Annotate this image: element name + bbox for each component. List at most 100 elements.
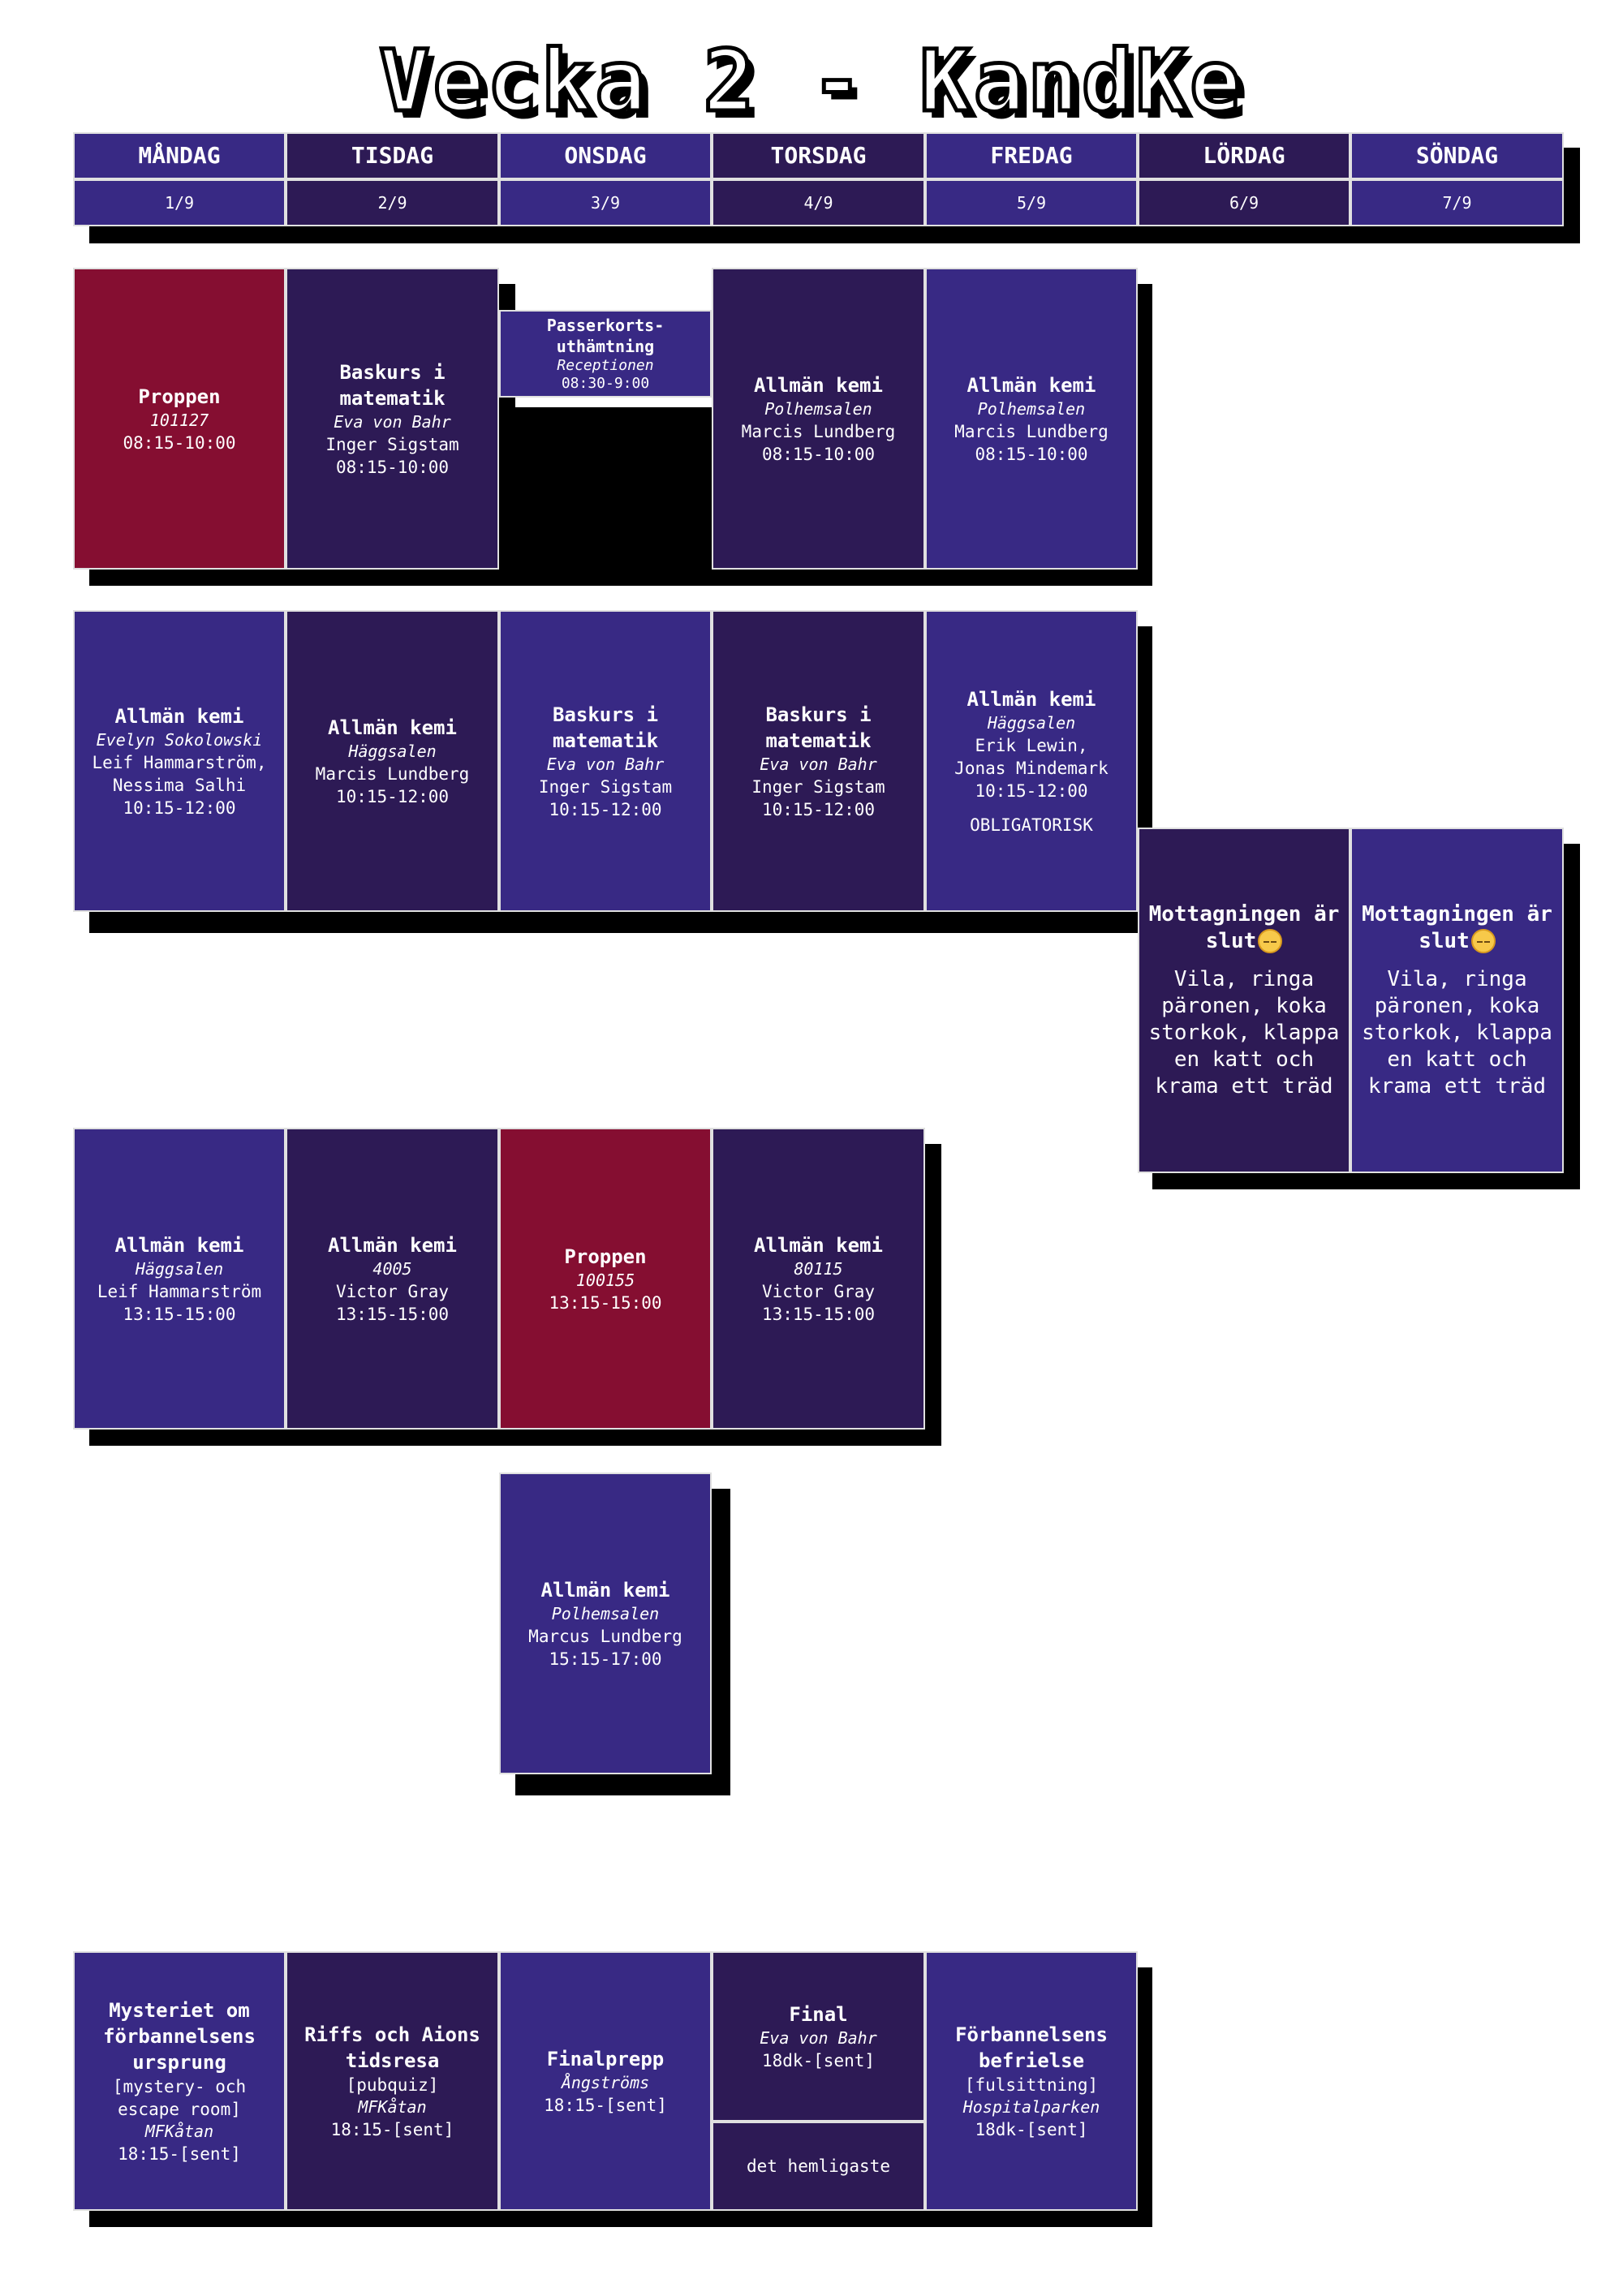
event-teacher: Inger Sigstam	[325, 434, 459, 454]
event-time: 13:15-15:00	[335, 1304, 450, 1324]
event-time: 10:15-12:00	[123, 798, 236, 818]
event-title-text: Mottagningen är slut	[1148, 901, 1340, 953]
event-room: Polhemsalen	[977, 398, 1086, 419]
event-title: Passerkorts-uthämtning	[546, 316, 665, 356]
date-label: 1/9	[164, 193, 195, 213]
date-wednesday: 3/9	[499, 179, 712, 226]
event-room: 101127	[149, 410, 209, 430]
event-teacher: Inger Sigstam	[751, 776, 885, 797]
event-tag: [mystery- och escape room]	[112, 2076, 247, 2119]
day-header-friday: FREDAG	[925, 132, 1138, 179]
event-room: 80115	[794, 1258, 843, 1279]
event-time: 13:15-15:00	[761, 1304, 876, 1324]
event-final-thu-evening: Final Eva von Bahr 18dk-[sent]	[712, 1951, 925, 2122]
event-body-line: en katt och	[1173, 1047, 1315, 1072]
event-time: 10:15-12:00	[975, 780, 1088, 801]
event-teacher: Leif Hammarström	[97, 1281, 262, 1301]
date-thursday: 4/9	[712, 179, 925, 226]
event-title: Allmän kemi	[328, 716, 457, 739]
event-time: 10:15-12:00	[335, 786, 450, 806]
event-time: 10:15-12:00	[549, 799, 662, 819]
event-title: Finalprepp	[546, 2047, 665, 2070]
page-title: Vecka 2 - KandKe	[377, 32, 1244, 131]
event-proppen-mon-morning: Proppen 101127 08:15-10:00	[73, 268, 286, 570]
day-header-tuesday: TISDAG	[286, 132, 499, 179]
event-teacher: Erik Lewin,	[975, 735, 1088, 755]
event-body-line: Vila, ringa	[1387, 966, 1527, 991]
date-tuesday: 2/9	[286, 179, 499, 226]
event-room: MFKåtan	[144, 2121, 214, 2141]
date-sunday: 7/9	[1350, 179, 1564, 226]
event-body-line: storkok, klappa	[1362, 1020, 1552, 1045]
event-room: Eva von Bahr	[546, 754, 665, 774]
day-name: TORSDAG	[770, 142, 867, 169]
date-label: 5/9	[1016, 193, 1047, 213]
event-teacher: Marcis Lundberg	[954, 421, 1109, 441]
event-time: 08:15-10:00	[761, 444, 876, 464]
event-passerkort-wed-morning: Passerkorts-uthämtning Receptionen 08:30…	[499, 310, 712, 398]
event-teacher: Victor Gray	[335, 1281, 450, 1301]
event-time: 08:15-10:00	[123, 432, 236, 453]
event-kemi-fri-morning: Allmän kemi Polhemsalen Marcis Lundberg …	[925, 268, 1138, 570]
event-fulsittning-fri-evening: Förbannelsens befrielse [fulsittning] Ho…	[925, 1951, 1138, 2211]
event-kemi-thu-morning: Allmän kemi Polhemsalen Marcis Lundberg …	[712, 268, 925, 570]
event-title: Mysteriet om förbannelsens ursprung	[103, 1998, 256, 2074]
date-label: 2/9	[377, 193, 407, 213]
date-label: 3/9	[590, 193, 621, 213]
event-teacher: Marcis Lundberg	[315, 763, 470, 784]
event-body-line: päronen, koka	[1374, 993, 1540, 1018]
date-label: 7/9	[1442, 193, 1472, 213]
event-body-line: krama ett träd	[1367, 1073, 1547, 1099]
event-room: Polhemsalen	[551, 1603, 660, 1623]
event-time: 18dk-[sent]	[975, 2119, 1088, 2139]
event-title: Mottagningen är slut	[1144, 901, 1344, 955]
event-title: Riffs och Aions tidsresa	[304, 2023, 480, 2072]
pensive-face-icon	[1470, 929, 1496, 953]
event-time: 08:15-10:00	[975, 444, 1088, 464]
event-kemi-fri-late-morning: Allmän kemi Häggsalen Erik Lewin, Jonas …	[925, 610, 1138, 912]
event-tag: [fulsittning]	[964, 2075, 1099, 2095]
event-title: Baskurs i matematik	[552, 703, 659, 752]
event-title: Proppen	[138, 385, 221, 408]
event-title: Allmän kemi	[328, 1233, 457, 1257]
day-header-saturday: LÖRDAG	[1138, 132, 1350, 179]
day-header-wednesday: ONSDAG	[499, 132, 712, 179]
event-baskurs-wed-late-morning: Baskurs i matematik Eva von Bahr Inger S…	[499, 610, 712, 912]
date-friday: 5/9	[925, 179, 1138, 226]
event-time: 13:15-15:00	[123, 1304, 236, 1324]
event-time: 15:15-17:00	[549, 1649, 662, 1669]
event-room: Häggsalen	[987, 712, 1076, 733]
event-title: Allmän kemi	[754, 373, 883, 397]
event-room: Receptionen	[557, 357, 654, 374]
event-proppen-wed-afternoon: Proppen 100155 13:15-15:00	[499, 1128, 712, 1430]
event-mottagning-sat: Mottagningen är slut Vila, ringa päronen…	[1138, 828, 1350, 1173]
event-room: Evelyn Sokolowski	[96, 729, 263, 750]
event-room: Häggsalen	[348, 741, 437, 761]
event-title: Baskurs i matematik	[339, 360, 446, 410]
event-title: Allmän kemi	[754, 1233, 883, 1257]
day-name: FREDAG	[990, 142, 1073, 169]
event-teacher: Inger Sigstam	[538, 776, 673, 797]
event-teacher: Nessima Salhi	[112, 775, 247, 795]
event-kemi-tue-afternoon: Allmän kemi 4005 Victor Gray 13:15-15:00	[286, 1128, 499, 1430]
event-title: Allmän kemi	[966, 373, 1096, 397]
event-tag: [pubquiz]	[346, 2075, 439, 2095]
pensive-face-icon	[1258, 929, 1283, 953]
day-header-thursday: TORSDAG	[712, 132, 925, 179]
event-room: Hospitalparken	[962, 2096, 1100, 2117]
event-title: Baskurs i matematik	[765, 703, 872, 752]
event-mysteriet-mon-evening: Mysteriet om förbannelsens ursprung [mys…	[73, 1951, 286, 2211]
event-mottagning-sun: Mottagningen är slut Vila, ringa päronen…	[1350, 828, 1564, 1173]
event-teacher: Leif Hammarström,	[92, 752, 267, 772]
event-title: Proppen	[564, 1245, 647, 1268]
event-room: MFKåtan	[358, 2096, 427, 2117]
event-title: Allmän kemi	[114, 704, 244, 728]
date-monday: 1/9	[73, 179, 286, 226]
day-header-sunday: SÖNDAG	[1350, 132, 1564, 179]
event-pubquiz-tue-evening: Riffs och Aions tidsresa [pubquiz] MFKåt…	[286, 1951, 499, 2211]
event-title: Final	[789, 2002, 848, 2026]
event-title-text: Mottagningen är slut	[1362, 901, 1552, 953]
event-room: 100155	[575, 1270, 635, 1290]
event-room: Eva von Bahr	[334, 411, 451, 432]
event-body-line: päronen, koka	[1161, 993, 1327, 1018]
